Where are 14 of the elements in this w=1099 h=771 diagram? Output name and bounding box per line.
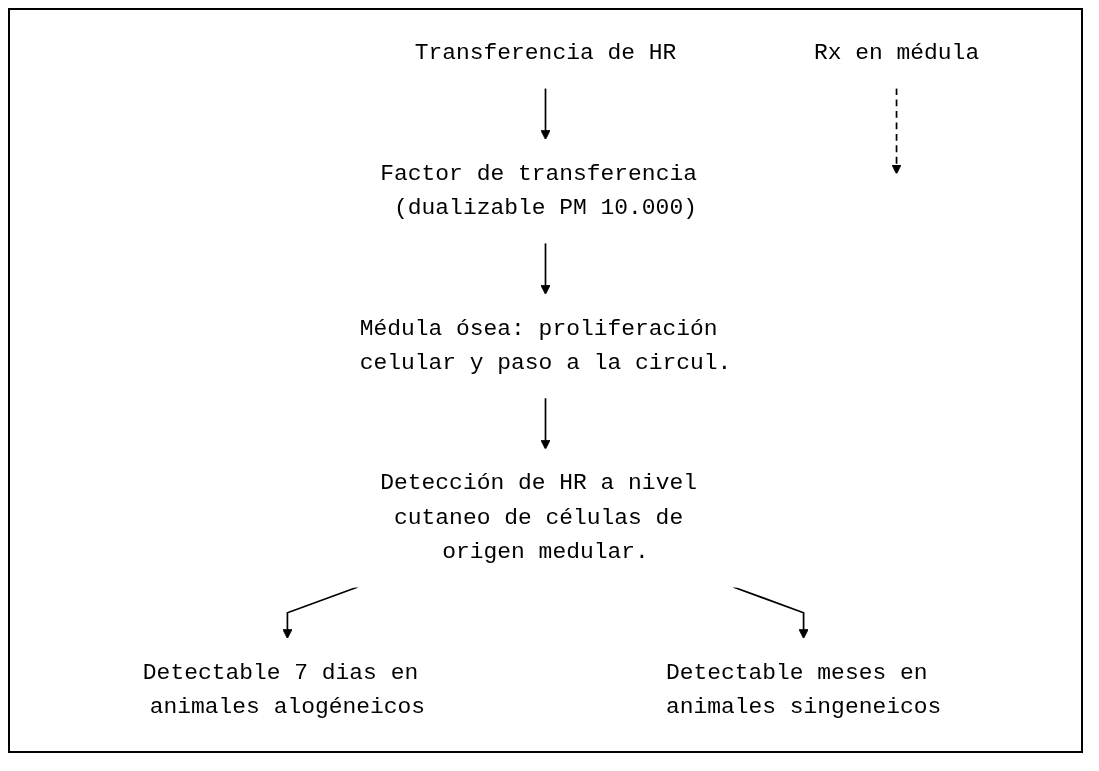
arrow: [282, 586, 359, 640]
arrow: [540, 87, 551, 141]
node-text: Factor de transferencia (dualizable PM 10.000): [380, 160, 697, 222]
node-text: Detectable 7 dias en animales alogéneicos: [142, 659, 426, 721]
node-text: Detectable meses en animales singeneicos: [665, 659, 942, 721]
arrow: [732, 586, 809, 640]
arrow: [891, 87, 902, 175]
arrow: [540, 396, 551, 450]
diagram-frame: Transferencia de HR Factor de transferencia (dualizable PM 10.000) Médula ósea: proliferación celular y paso a la circul. Rx en médula Detección de HR a nivel cutaneo de células de origen medular. Detectable 7 dias en animales alogéneicos Detectable meses en animales singeneicos: [8, 8, 1083, 753]
arrow: [540, 242, 551, 295]
node-text: Transferencia de HR: [414, 39, 677, 67]
node-text: Rx en médula: [813, 39, 980, 67]
node-text: Detección de HR a nivel cutaneo de células de origen medular.: [380, 469, 697, 566]
node-text: Médula ósea: proliferación celular y paso a la circul.: [359, 315, 732, 376]
